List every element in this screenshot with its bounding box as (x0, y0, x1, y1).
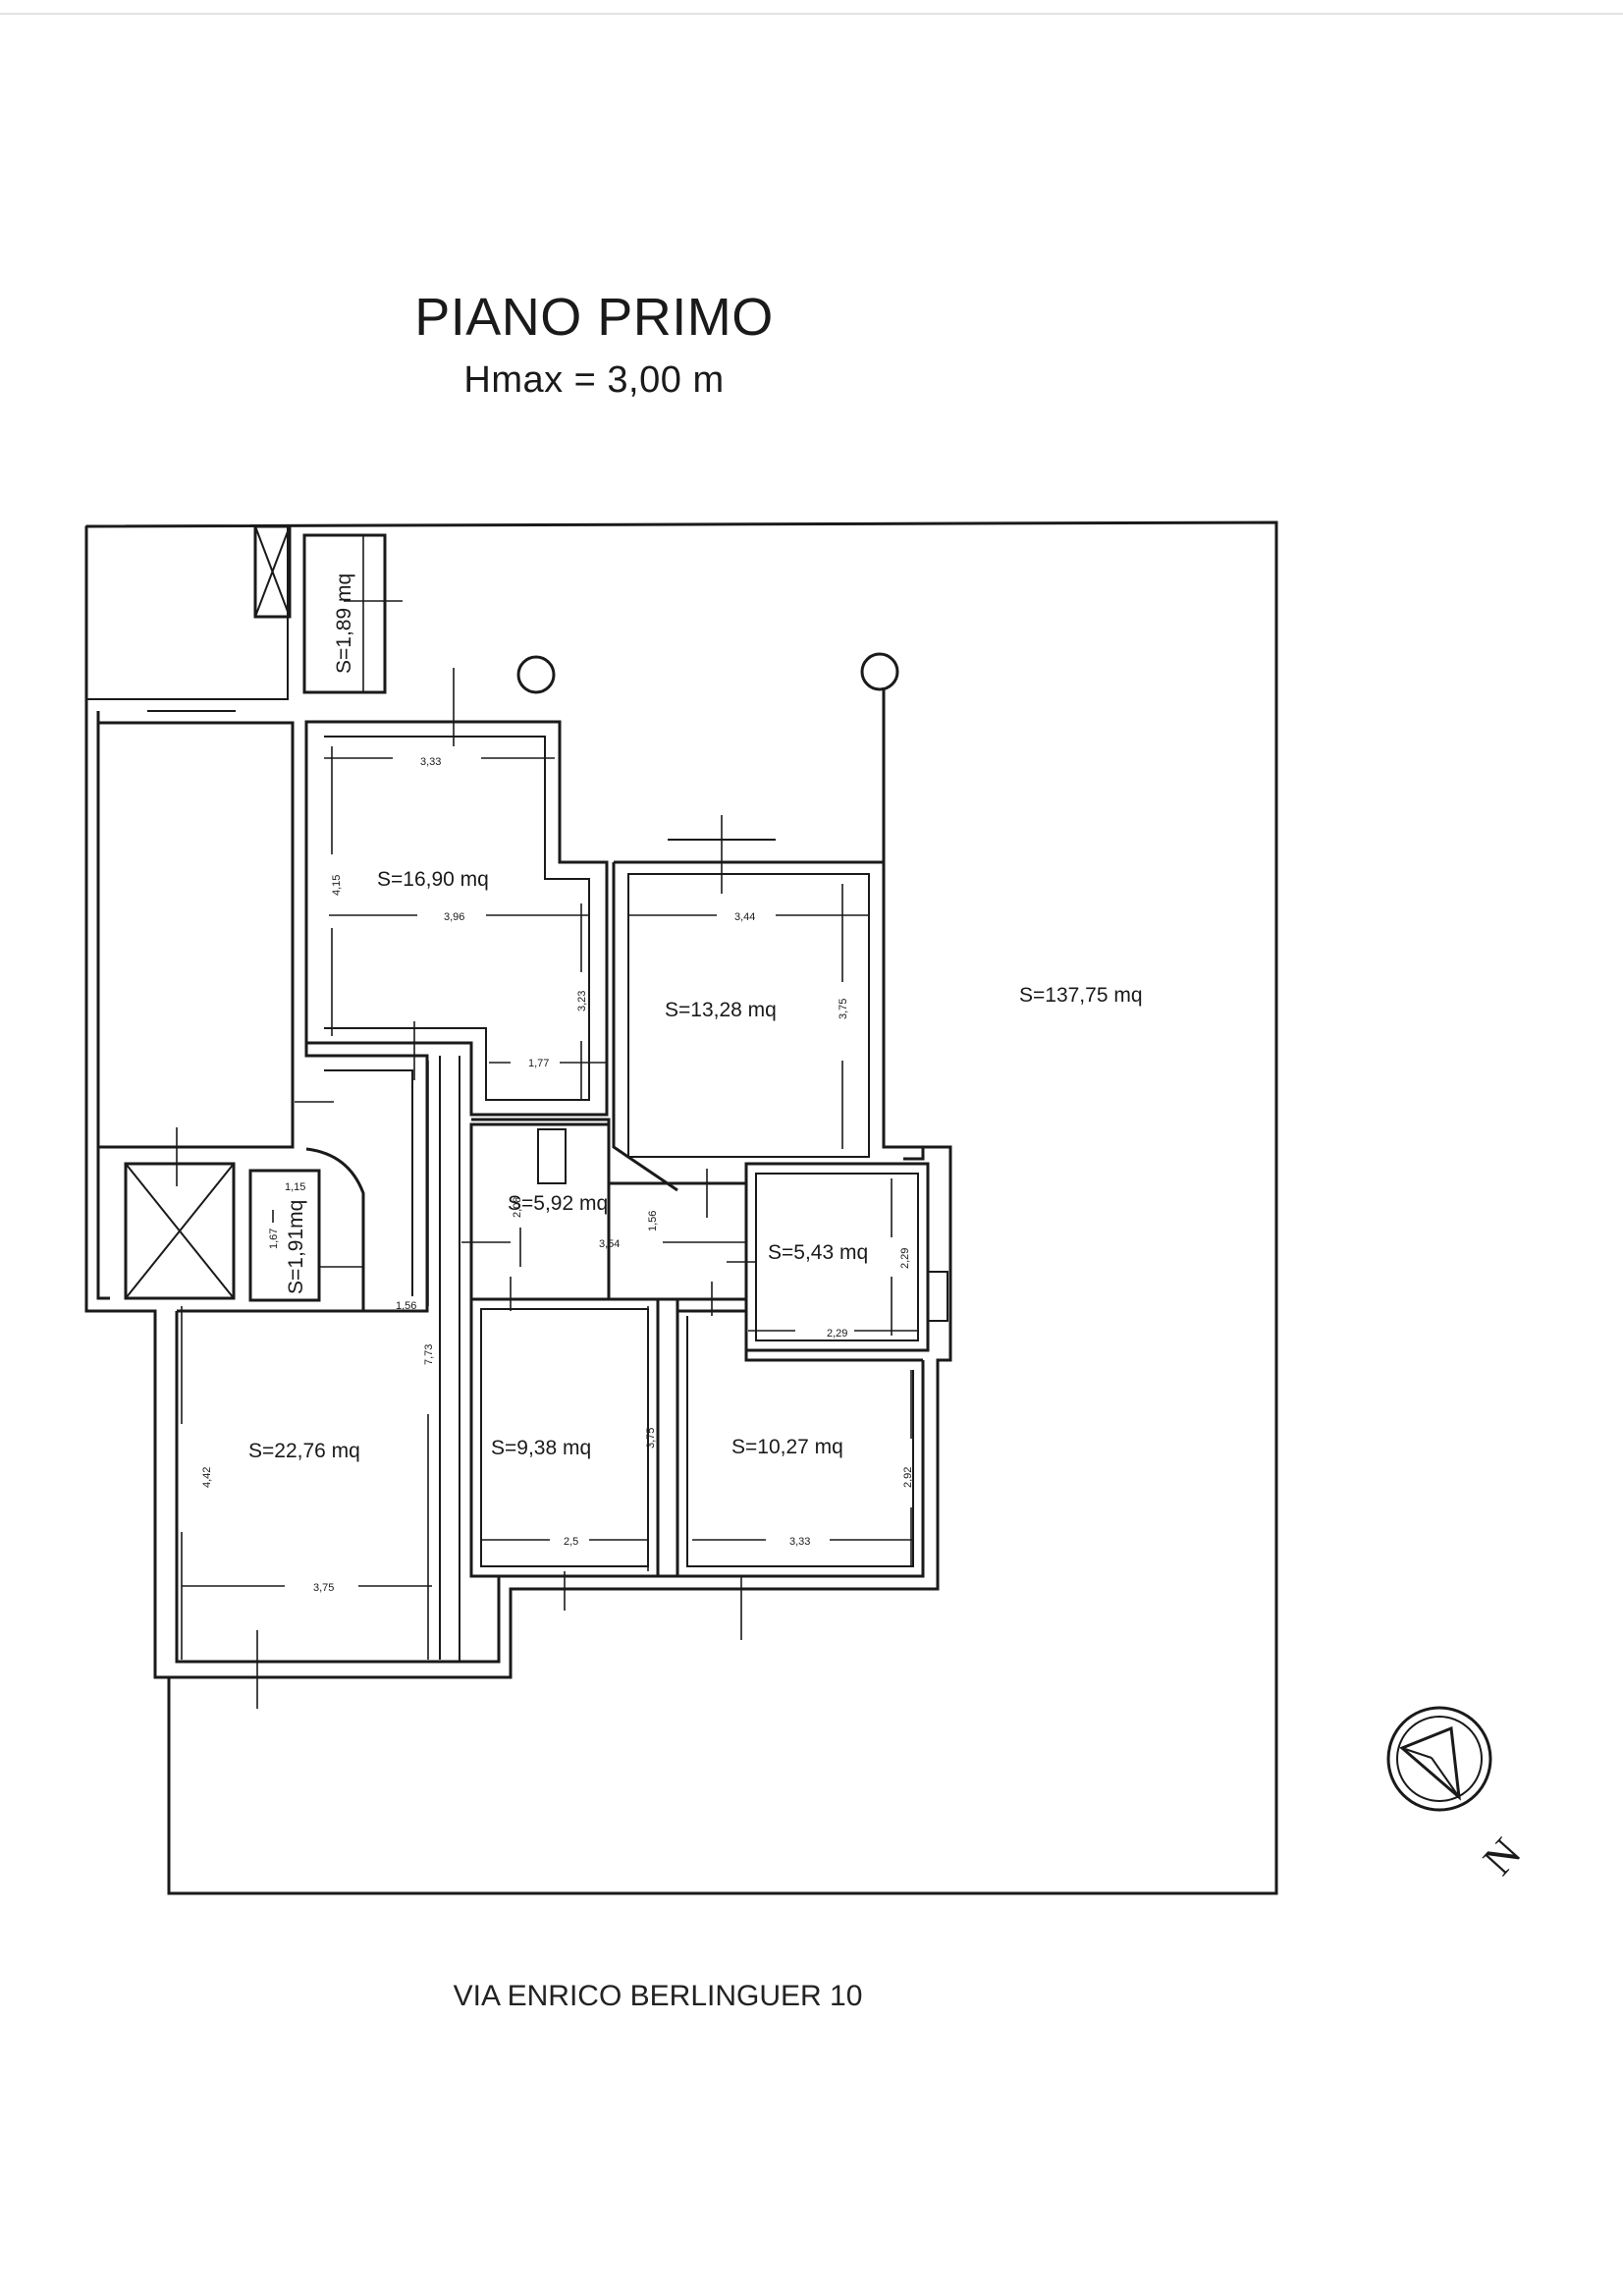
label-garden: S=137,75 mq (1019, 984, 1143, 1007)
hall-walls (471, 1118, 746, 1301)
dim-corridor-length: 7,73 (423, 1344, 435, 1365)
room-b-walls (612, 860, 950, 1192)
living-walls (177, 1043, 429, 1313)
dim-b-height: 3,75 (838, 999, 849, 1019)
label-room-c: S=9,38 mq (491, 1437, 591, 1459)
inner-outline (96, 711, 925, 1664)
label-room-b: S=13,28 mq (665, 999, 777, 1021)
label-living: S=22,76 mq (248, 1440, 360, 1462)
dim-small-bath-w: 1,15 (285, 1181, 305, 1193)
corridor-inner (324, 1056, 460, 1662)
dim-small-bath-h: 1,67 (268, 1229, 280, 1249)
compass-arrow-icon (1399, 1725, 1461, 1801)
column-left (516, 655, 556, 694)
hall-niche (537, 1128, 567, 1184)
dim-hall-height: 2,08 (512, 1197, 523, 1218)
dim-bath-height: 2,29 (899, 1248, 911, 1269)
north-compass: N (1386, 1706, 1531, 1885)
compass-north-label: N (1474, 1829, 1531, 1884)
dim-hall-small: 1,56 (647, 1211, 659, 1231)
column-right (860, 652, 899, 691)
stairwell (96, 721, 295, 1149)
dim-a-width-mid: 3,96 (444, 911, 464, 923)
dim-living-height: 4,42 (201, 1467, 213, 1488)
bath (744, 1162, 930, 1352)
shaft-top (253, 524, 292, 619)
property-boundary (85, 520, 1278, 1895)
compass-arrow-split-2 (1431, 1757, 1460, 1798)
elevator (124, 1162, 236, 1300)
label-bath-small: S=1,91mq (285, 1200, 307, 1294)
dim-living-width: 3,75 (313, 1582, 334, 1594)
dim-a-notch-height: 3,23 (576, 991, 588, 1011)
label-room-a: S=16,90 mq (377, 868, 489, 891)
room-d-inner (686, 1316, 914, 1567)
dim-a-width-top: 3,33 (420, 756, 441, 768)
dim-d-height: 2,92 (902, 1467, 914, 1488)
storage-top (302, 533, 387, 694)
label-room-d: S=10,27 mq (731, 1436, 843, 1458)
street-address: VIA ENRICO BERLINGUER 10 (453, 1980, 863, 2012)
elevator-x2 (125, 1163, 235, 1299)
height-note: Hmax = 3,00 m (463, 359, 725, 401)
small-bath (248, 1169, 321, 1302)
room-c-inner (480, 1308, 649, 1567)
shaft-x2 (254, 525, 291, 618)
dim-hall-width: 3,54 (599, 1238, 620, 1250)
compass-arrow-split (1401, 1747, 1433, 1759)
bath-inner (755, 1173, 919, 1341)
dim-b-width: 3,44 (734, 911, 755, 923)
compass-outer-ring (1386, 1706, 1492, 1812)
room-a-inner (324, 736, 590, 1101)
label-bath: S=5,43 mq (768, 1241, 868, 1264)
building-outline (84, 687, 952, 1679)
dim-c-width: 2,5 (564, 1536, 578, 1548)
dim-a-notch-width: 1,77 (528, 1058, 549, 1069)
small-bath-curve (305, 1147, 365, 1311)
room-b-inner (627, 873, 870, 1158)
dim-corridor-width: 1,56 (396, 1300, 416, 1312)
bath-window (927, 1271, 948, 1322)
dim-c-height: 3,75 (645, 1428, 657, 1449)
label-storage-top: S=1,89 mq (333, 574, 355, 674)
dim-d-width: 3,33 (789, 1536, 810, 1548)
dim-bath-width: 2,29 (827, 1328, 847, 1339)
room-a-walls (304, 720, 609, 1117)
plan-title: PIANO PRIMO (414, 288, 774, 347)
dim-a-height: 4,15 (331, 875, 343, 896)
compass-inner-ring (1396, 1716, 1483, 1802)
label-hall: S=5,92 mq (508, 1192, 608, 1215)
